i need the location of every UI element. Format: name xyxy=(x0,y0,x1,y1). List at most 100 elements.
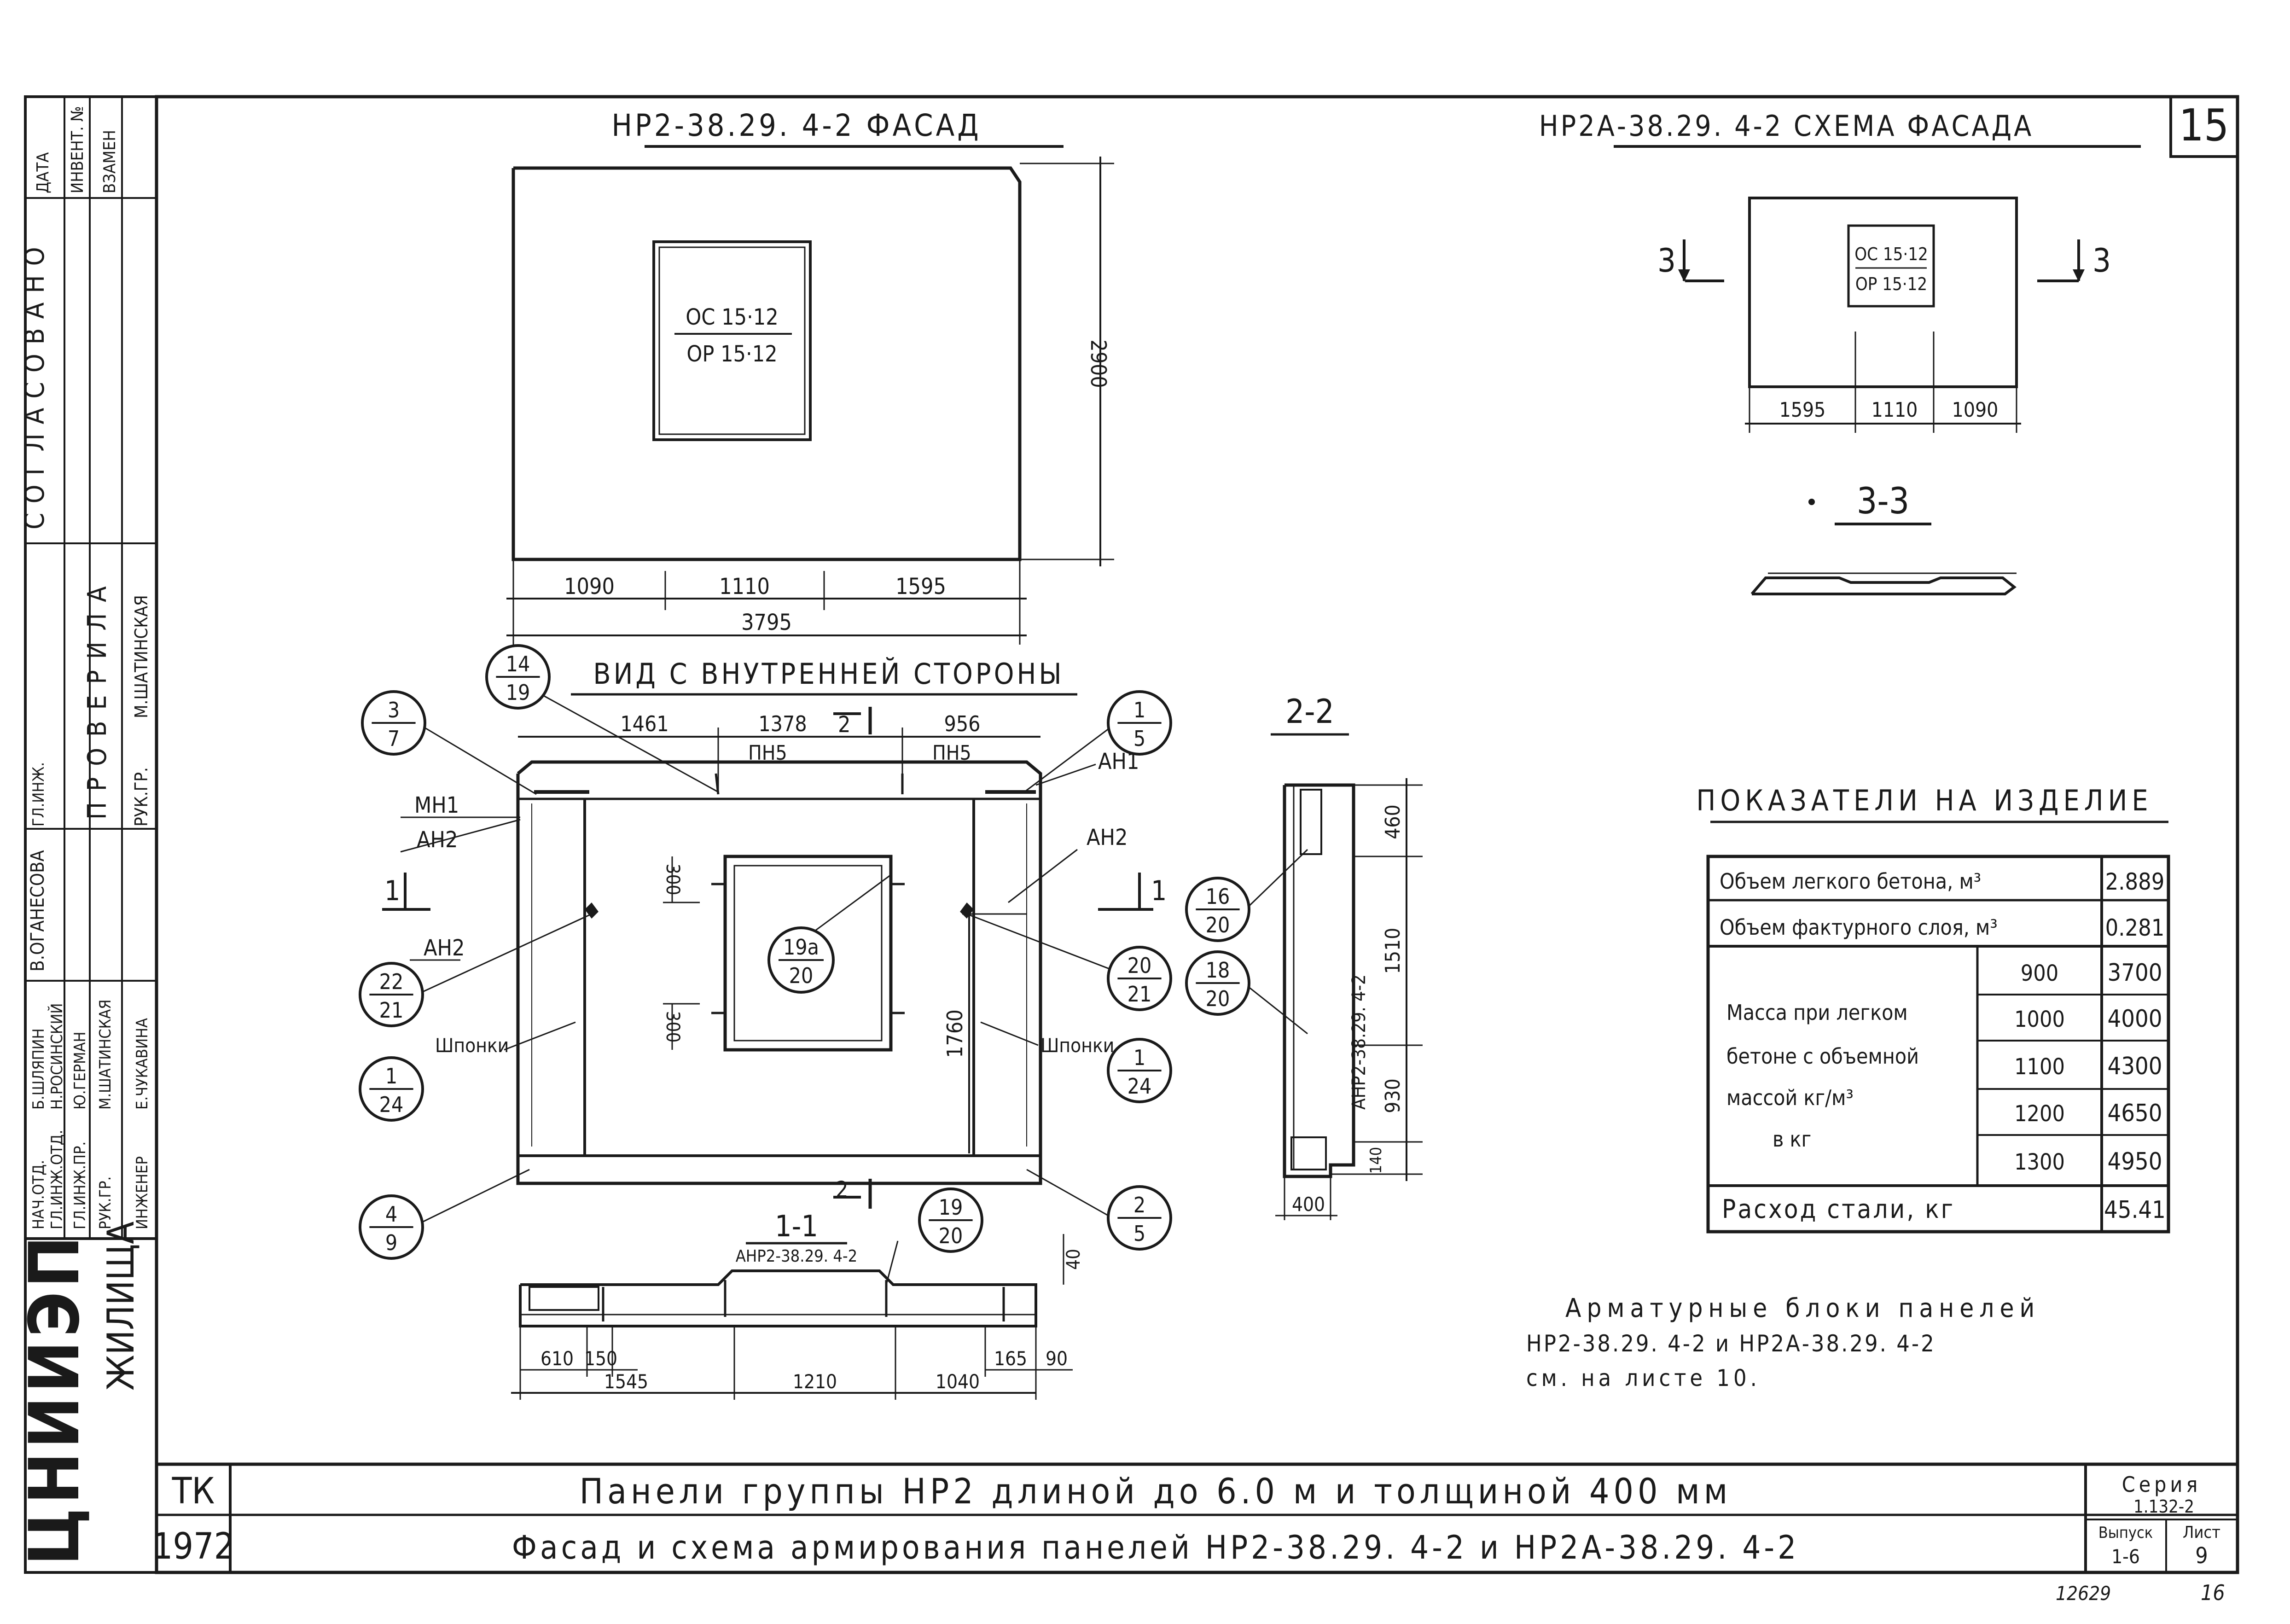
schema-window-bottom: ОР 15·12 xyxy=(1855,274,1927,294)
callout-bottom-number: 24 xyxy=(379,1092,404,1117)
sheet-number-box xyxy=(2169,95,2239,158)
callout-bottom-number: 21 xyxy=(1128,982,1152,1007)
schema-dim-2: 1110 xyxy=(1872,398,1918,422)
callout-top-number: 22 xyxy=(379,969,404,994)
facade-drawing: НР2-38.29. 4-2 ФАСАД ОС 15·12 ОР 15·12 2… xyxy=(506,108,1114,645)
callout-1-5: 15 xyxy=(1107,690,1172,756)
indicators-title: ПОКАЗАТЕЛИ НА ИЗДЕЛИЕ xyxy=(1696,784,2152,817)
facade-title: НР2-38.29. 4-2 ФАСАД xyxy=(611,108,981,143)
callout-top-number: 2 xyxy=(1133,1193,1145,1217)
tb-issue-label: Выпуск xyxy=(2098,1524,2153,1542)
callout-top-number: 18 xyxy=(1206,958,1230,983)
callout-top-number: 20 xyxy=(1128,953,1152,978)
tb-series-value: 1.132-2 xyxy=(2133,1496,2194,1517)
callout-bottom-number: 5 xyxy=(1133,1221,1145,1246)
inner-top-dim-3: 956 xyxy=(944,711,981,736)
mass-density-4: 1200 xyxy=(2014,1101,2065,1127)
facade-dim-1: 1090 xyxy=(564,574,615,600)
signatory-extra: ГЛ.ИНЖ. xyxy=(29,762,48,827)
label-an2-top: АН2 xyxy=(417,827,458,853)
steel-value: 45.41 xyxy=(2104,1196,2166,1224)
tb-series-label: Серия xyxy=(2122,1472,2201,1497)
agreed-label: СОГЛАСОВАНО xyxy=(19,238,50,530)
section-2-2-dim-930: 930 xyxy=(1381,1078,1405,1113)
title-block: ТК 1972 Панели группы НР2 длиной до 6.0 … xyxy=(152,1462,2238,1572)
indicators-table: ПОКАЗАТЕЛИ НА ИЗДЕЛИЕ Объем легкого бето… xyxy=(1696,784,2170,1234)
name-chief-proj: Ю.ГЕРМАН xyxy=(71,1032,89,1110)
inner-cut1-right: 1 xyxy=(1151,875,1167,907)
pn5-left: ПН5 xyxy=(748,741,787,765)
inner-window-dim-top: 300 xyxy=(662,864,683,896)
schema-drawing: НР2А-38.29. 4-2 СХЕМА ФАСАДА ОС 15·12 ОР… xyxy=(1539,109,2141,595)
tb-code: ТК xyxy=(172,1471,215,1512)
section-1-1-dim-150: 150 xyxy=(584,1347,617,1370)
callout-1-24-right: 124 xyxy=(1107,1038,1172,1103)
inner-top-dim-1: 1461 xyxy=(620,711,668,736)
callout-1-24-left: 124 xyxy=(359,1056,424,1122)
schema-section-title: 3-3 xyxy=(1857,481,1910,522)
note-line-3: см. на листе 10. xyxy=(1526,1365,1761,1391)
role-chief-proj: ГЛ.ИНЖ.ПР. xyxy=(71,1141,89,1229)
ind-row1-label: Объем легкого бетона, м³ xyxy=(1720,869,1981,894)
section-2-2-vertical-label: АНР2-38.29. 4-2 xyxy=(1348,974,1370,1110)
callout-bottom-number: 19 xyxy=(506,680,530,705)
col-date: ДАТА xyxy=(34,152,52,193)
checked-label: ПРОВЕРИЛА xyxy=(82,575,112,820)
mass-value-3: 4300 xyxy=(2107,1053,2162,1080)
facade-window-bottom: ОР 15·12 xyxy=(686,341,777,367)
facade-window-top: ОС 15·12 xyxy=(686,304,778,330)
org-logo: ЦНИИЭП xyxy=(15,1232,95,1566)
note-line-1: Арматурные блоки панелей xyxy=(1565,1293,2040,1323)
mass-value-5: 4950 xyxy=(2107,1148,2162,1176)
callout-bottom-number: 20 xyxy=(939,1223,963,1248)
section-2-2-width-dim: 400 xyxy=(1292,1193,1325,1216)
tb-sheet-value: 9 xyxy=(2195,1543,2208,1569)
tb-line1: Панели группы НР2 длиной до 6.0 м и толщ… xyxy=(580,1471,1732,1512)
mass-label-2: бетоне с объемной xyxy=(1726,1044,1919,1069)
inner-view-title: ВИД С ВНУТРЕННЕЙ СТОРОНЫ xyxy=(593,657,1064,691)
checked-by-name: М.ШАТИНСКАЯ xyxy=(131,595,151,718)
mass-value-4: 4650 xyxy=(2107,1100,2162,1127)
section-1-1-dim-1545: 1545 xyxy=(604,1370,648,1393)
facade-total-dim: 3795 xyxy=(741,610,792,635)
schema-dim-1: 1595 xyxy=(1779,398,1826,422)
side-stamp: СОГЛАСОВАНО В.ОГАНЕСОВА ПРОВЕРИЛА М.ШАТИ… xyxy=(15,95,158,1574)
mass-value-2: 4000 xyxy=(2107,1005,2162,1033)
checked-by-label: В.ОГАНЕСОВА xyxy=(27,850,48,972)
callout-top-number: 19а xyxy=(783,935,819,960)
callout-top-number: 16 xyxy=(1206,884,1230,909)
col-replace: ВЗАМЕН xyxy=(100,130,119,193)
reinforcement-note: Арматурные блоки панелей НР2-38.29. 4-2 … xyxy=(1526,1293,2040,1391)
section-2-2-dim-1510: 1510 xyxy=(1381,928,1405,974)
archive-number: 12629 xyxy=(2056,1582,2111,1605)
inner-cut1-left: 1 xyxy=(384,875,400,907)
checked-role: РУК.ГР. xyxy=(131,767,151,827)
section-2-2-dim-460: 460 xyxy=(1381,804,1405,839)
tb-line2: Фасад и схема армирования панелей НР2-38… xyxy=(512,1529,1799,1566)
schema-cut-left: 3 xyxy=(1657,242,1676,279)
label-mn1: МН1 xyxy=(414,792,459,818)
schema-dim-3: 1090 xyxy=(1952,398,1999,422)
callout-bottom-number: 20 xyxy=(1206,913,1230,937)
inner-window-dim-bottom: 300 xyxy=(662,1011,683,1043)
sheet-number: 15 xyxy=(2179,100,2229,151)
callout-top-number: 3 xyxy=(388,698,400,722)
inner-cut2-top: 2 xyxy=(838,712,850,738)
ind-row2-value: 0.281 xyxy=(2105,914,2165,941)
mass-density-5: 1300 xyxy=(2014,1149,2065,1175)
role-group: РУК.ГР. xyxy=(96,1176,115,1229)
section-1-1-dim-610: 610 xyxy=(541,1347,574,1370)
role-engineer: ИНЖЕНЕР xyxy=(133,1156,151,1229)
callout-top-number: 19 xyxy=(939,1195,963,1220)
callout-top-number: 1 xyxy=(385,1064,397,1088)
mass-label-4: в кг xyxy=(1773,1127,1811,1152)
callout-bottom-number: 5 xyxy=(1133,726,1145,751)
schema-cut-right: 3 xyxy=(2092,242,2111,279)
callout-bottom-number: 21 xyxy=(379,998,404,1023)
callout-bottom-number: 7 xyxy=(388,726,400,751)
note-line-2: НР2-38.29. 4-2 и НР2А-38.29. 4-2 xyxy=(1526,1330,1936,1357)
